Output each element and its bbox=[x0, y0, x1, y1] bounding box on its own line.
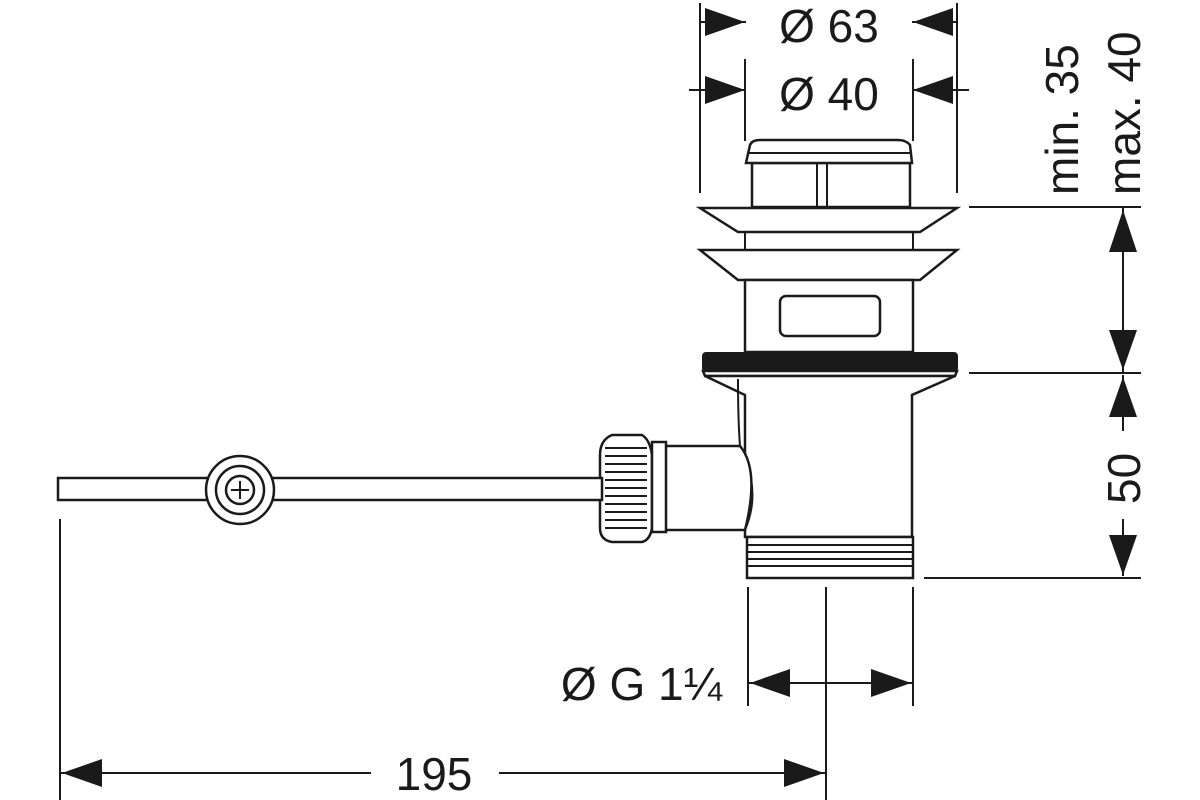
pop-up-plug bbox=[744, 138, 914, 209]
inspection-window bbox=[778, 294, 882, 338]
arrowhead bbox=[62, 759, 102, 787]
arrowhead bbox=[750, 669, 790, 697]
threaded-outlet bbox=[745, 535, 915, 580]
dimension-body-height: 50 bbox=[1098, 375, 1150, 576]
arrowhead bbox=[705, 8, 745, 36]
arrowhead bbox=[1109, 535, 1137, 575]
dimension-thread: Ø G 1¼ bbox=[561, 658, 914, 710]
upper-flange bbox=[695, 206, 962, 251]
min-thickness-label: min. 35 bbox=[1036, 44, 1088, 195]
thread-label: Ø G 1¼ bbox=[561, 658, 723, 710]
washer bbox=[701, 352, 959, 378]
arrowhead bbox=[1109, 330, 1137, 370]
rod-length-label: 195 bbox=[396, 748, 473, 800]
max-thickness-label: max. 40 bbox=[1098, 31, 1150, 195]
body-height-label: 50 bbox=[1098, 453, 1150, 504]
extension-lines bbox=[59, 3, 1141, 800]
outer-diameter-label: Ø 63 bbox=[779, 0, 879, 52]
thickness-labels: min. 35 max. 40 bbox=[1036, 31, 1150, 195]
arrowhead bbox=[784, 759, 824, 787]
inner-diameter-label: Ø 40 bbox=[779, 68, 879, 120]
middle-body bbox=[743, 278, 915, 354]
side-connection bbox=[598, 433, 753, 544]
lower-flange bbox=[696, 248, 961, 282]
operating-rod bbox=[56, 454, 604, 526]
dimension-rod-length: 195 bbox=[61, 748, 825, 800]
dimension-outer-diameter: Ø 63 bbox=[699, 0, 958, 52]
arrowhead bbox=[705, 76, 745, 104]
arrowhead bbox=[1109, 210, 1137, 252]
arrowhead bbox=[913, 8, 953, 36]
dimension-thickness bbox=[1109, 206, 1137, 374]
arrowhead bbox=[1109, 377, 1137, 417]
dimension-inner-diameter: Ø 40 bbox=[689, 68, 969, 120]
arrowhead bbox=[871, 669, 911, 697]
arrowhead bbox=[913, 76, 953, 104]
